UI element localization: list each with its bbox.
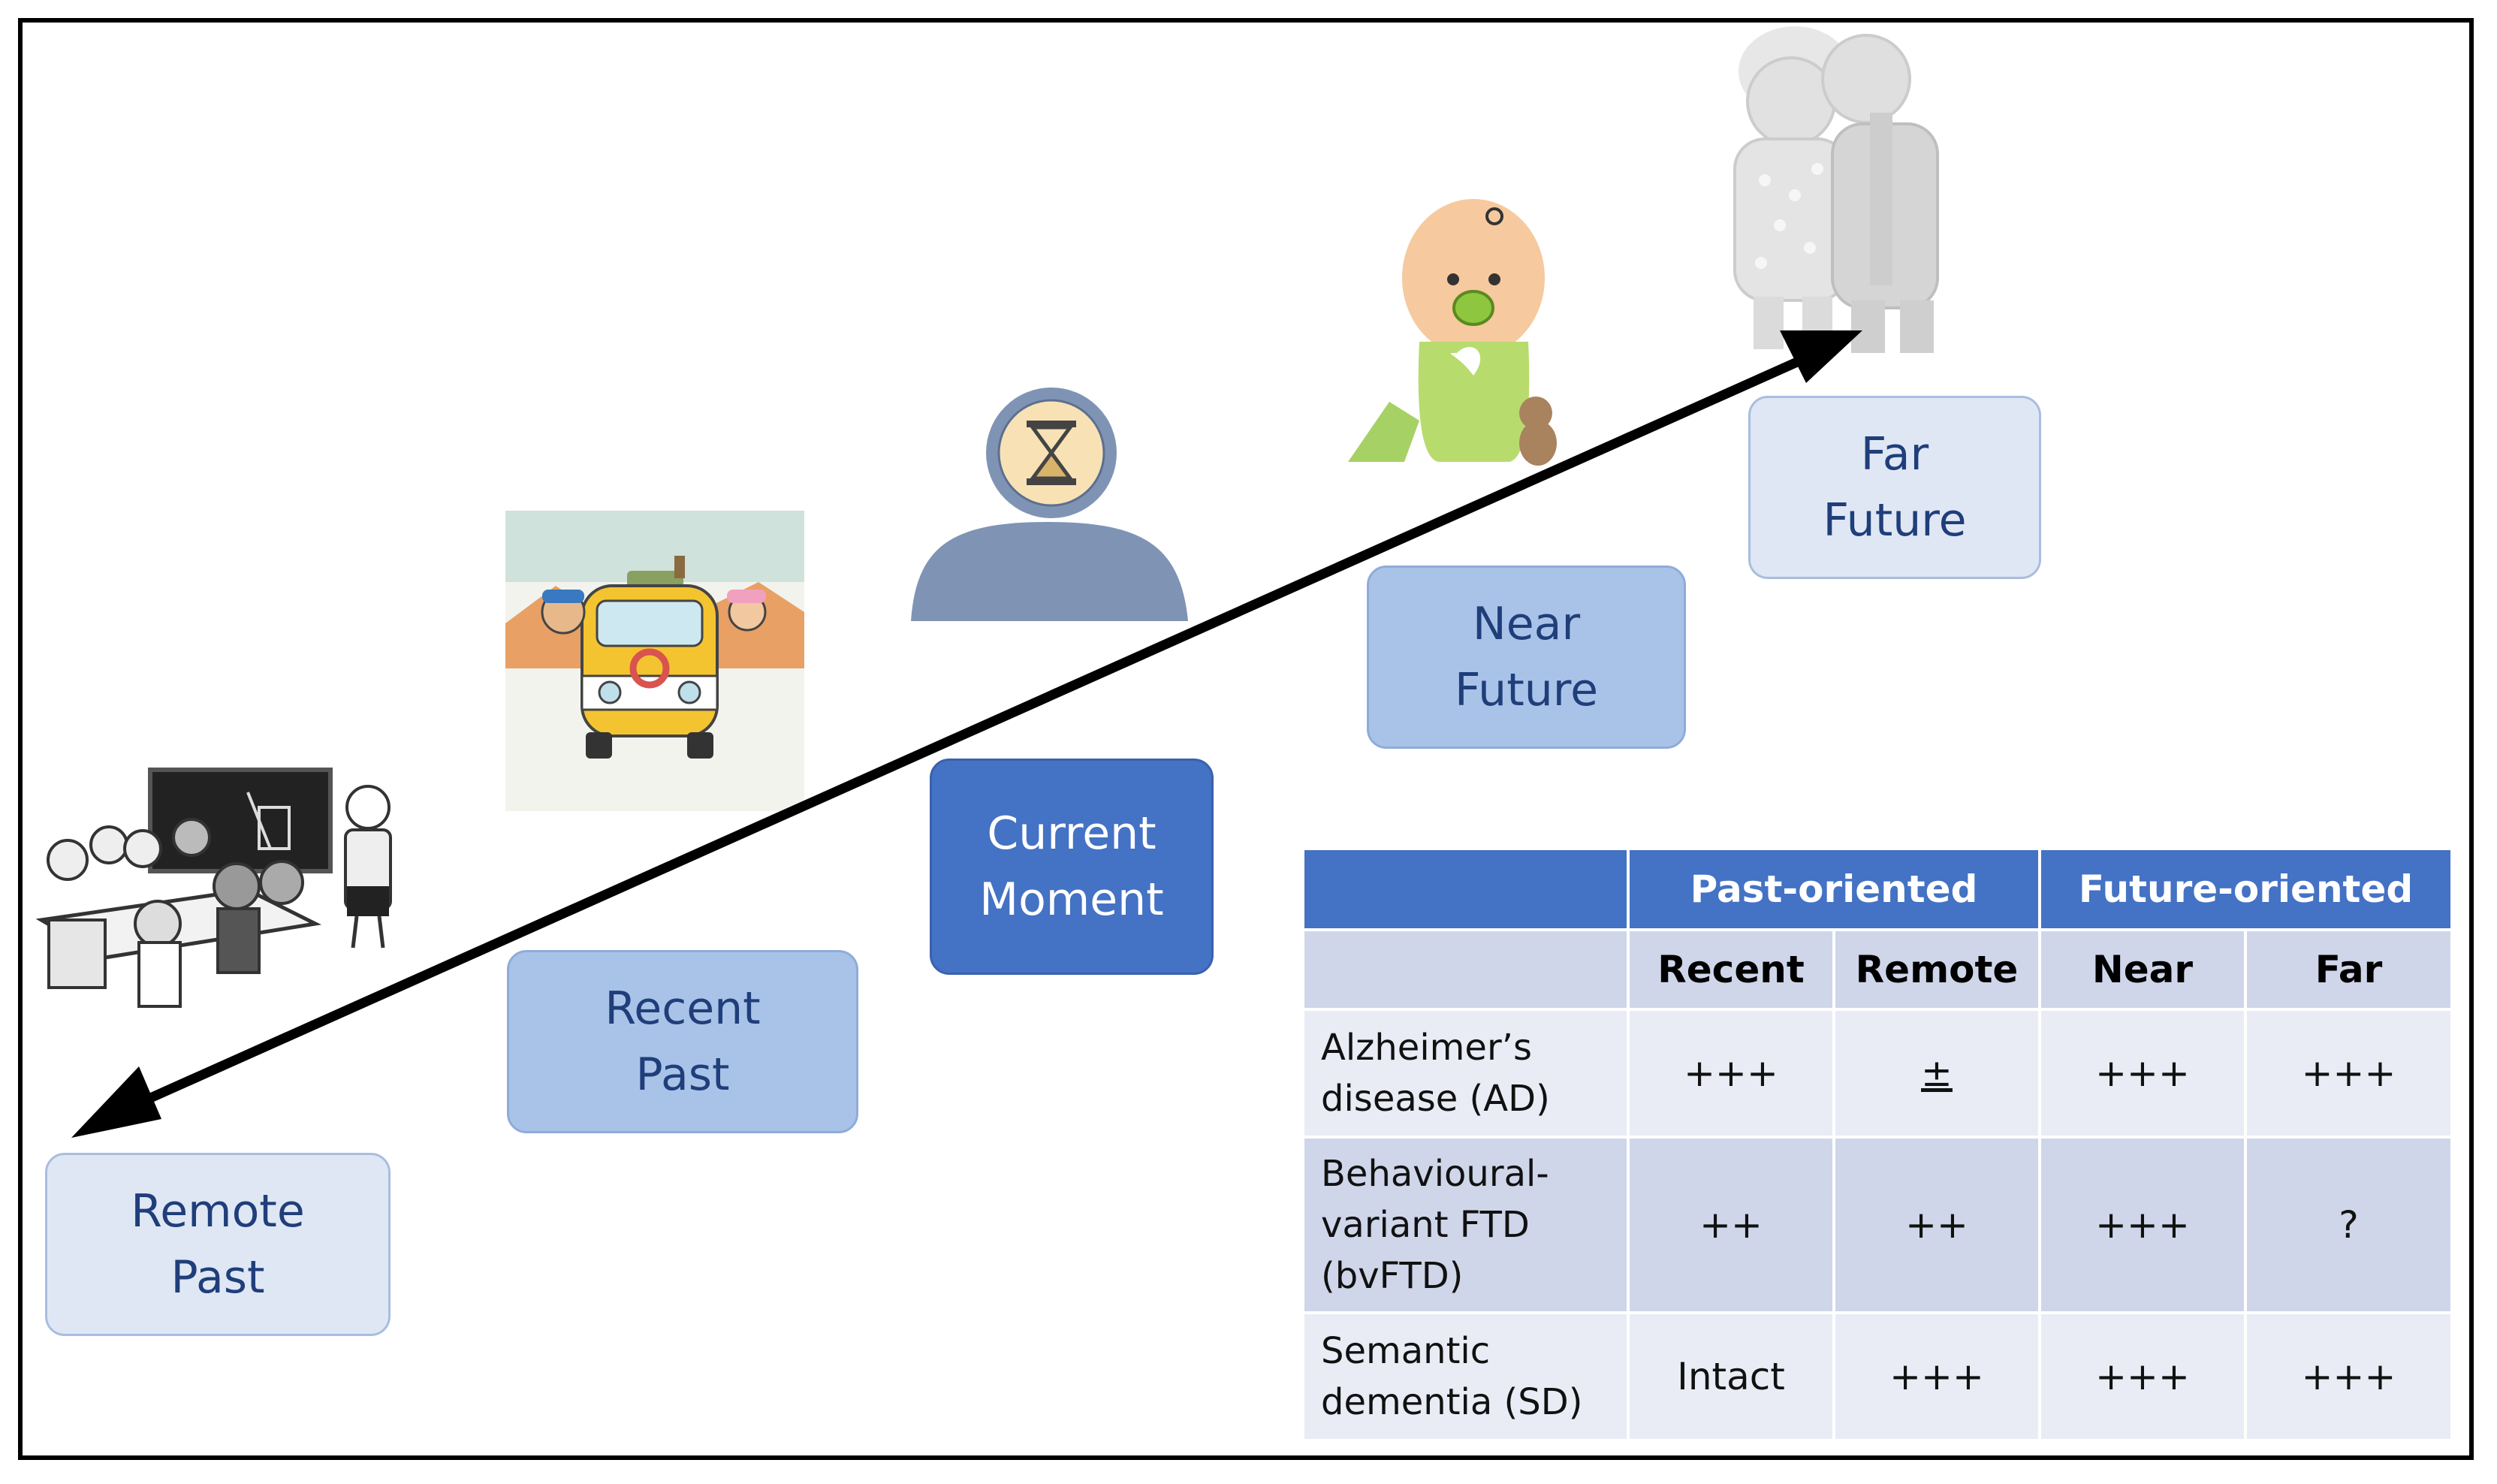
classroom-illustration (35, 768, 392, 1008)
remote-header: Remote (1832, 928, 2041, 1011)
sd-remote-cell: +++ (1832, 1311, 2041, 1442)
table-sub-header-row: Recent Remote Near Far (1301, 928, 2453, 1011)
far-future-label-line2: Future (1823, 494, 1967, 547)
row-label-sd-line1: Semantic (1321, 1330, 1491, 1372)
table-sub-corner-cell (1301, 928, 1630, 1011)
past-oriented-header: Past-oriented (1627, 847, 2041, 931)
near-future-label-line1: Near (1472, 598, 1581, 650)
current-moment-label-line2: Moment (979, 873, 1164, 926)
recent-header: Recent (1627, 928, 1835, 1011)
row-label-ad-line1: Alzheimer’s (1321, 1027, 1532, 1069)
near-future-label-line2: Future (1454, 664, 1599, 716)
near-header: Near (2038, 928, 2247, 1011)
dementia-comparison-table: Past-oriented Future-oriented Recent Rem… (1301, 847, 2453, 1442)
row-label-sd: Semantic dementia (SD) (1301, 1311, 1630, 1442)
ad-far-cell: +++ (2244, 1008, 2453, 1139)
sd-recent-cell: Intact (1627, 1311, 1835, 1442)
sd-far-cell: +++ (2244, 1311, 2453, 1442)
far-future-label-line1: Far (1860, 428, 1929, 481)
bvftd-near-cell: +++ (2038, 1136, 2247, 1314)
table-group-header-row: Past-oriented Future-oriented (1301, 847, 2453, 931)
row-label-sd-line2: dementia (SD) (1321, 1381, 1583, 1423)
elderly-couple-illustration (1733, 26, 1939, 353)
row-label-bvftd-line3: (bvFTD) (1321, 1255, 1464, 1297)
future-oriented-header: Future-oriented (2038, 847, 2453, 931)
table-corner-cell (1301, 847, 1630, 931)
bvftd-remote-cell: ++ (1832, 1136, 2041, 1314)
ad-recent-cell: +++ (1627, 1008, 1835, 1139)
row-label-bvftd: Behavioural-variant FTD (bvFTD) (1301, 1136, 1630, 1314)
table-row: Alzheimer’s disease (AD) +++ ± +++ +++ (1301, 1008, 2453, 1139)
recent-past-label-line2: Past (635, 1048, 730, 1101)
row-label-bvftd-line1: Behavioural- (1321, 1153, 1549, 1195)
bvftd-far-cell: ? (2244, 1136, 2453, 1314)
row-label-bvftd-line2: variant FTD (1321, 1204, 1530, 1246)
camper-van-illustration (505, 511, 804, 811)
current-moment-label-line1: Current (987, 807, 1157, 860)
ad-near-cell: +++ (2038, 1008, 2247, 1139)
far-header: Far (2244, 928, 2453, 1011)
row-label-ad-line2: disease (AD) (1321, 1078, 1550, 1120)
row-label-ad: Alzheimer’s disease (AD) (1301, 1008, 1630, 1139)
recent-past-label-line1: Recent (605, 982, 761, 1035)
sd-near-cell: +++ (2038, 1311, 2247, 1442)
person-hourglass-icon (911, 388, 1188, 621)
table-row: Semantic dementia (SD) Intact +++ +++ +++ (1301, 1311, 2453, 1442)
remote-past-label-line1: Remote (131, 1185, 305, 1238)
remote-past-label-line2: Past (170, 1251, 265, 1304)
bvftd-recent-cell: ++ (1627, 1136, 1835, 1314)
baby-illustration (1348, 199, 1557, 466)
timeline-arrow (71, 330, 1862, 1138)
ad-remote-cell: ± (1832, 1008, 2041, 1139)
table-row: Behavioural-variant FTD (bvFTD) ++ ++ +++… (1301, 1136, 2453, 1314)
